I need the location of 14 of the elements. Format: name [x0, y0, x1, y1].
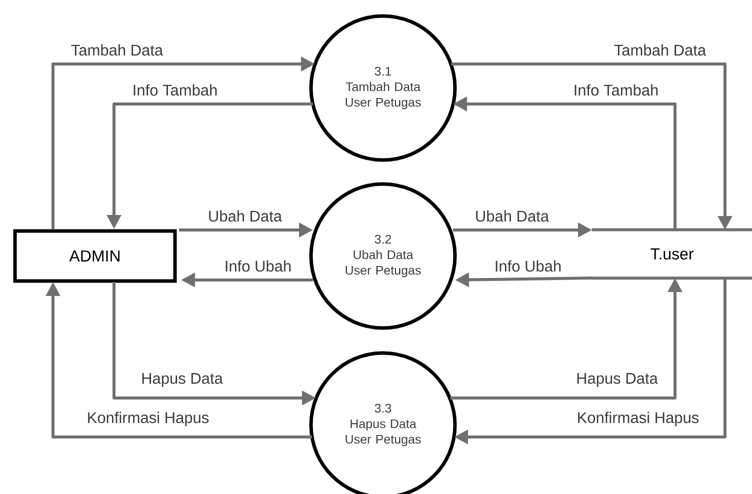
edge-label: Info Ubah [223, 259, 293, 273]
edge-label: Info Ubah [493, 259, 563, 273]
data-store: T.user [592, 228, 752, 280]
edge-label: Info Tambah [572, 83, 660, 97]
edge-label: Tambah Data [612, 43, 708, 57]
edge-label: Ubah Data [474, 209, 550, 223]
edge-label: Hapus Data [575, 372, 659, 388]
edge-label: Hapus Data [140, 372, 224, 388]
edge-label: Konfirmasi Hapus [576, 410, 700, 428]
entity-box: ADMIN [13, 229, 177, 283]
edge-label: Info Tambah [131, 83, 219, 97]
edge-label: Tambah Data [70, 43, 164, 57]
edge-label: Ubah Data [206, 209, 284, 223]
edge-label: Konfirmasi Hapus [86, 410, 210, 428]
